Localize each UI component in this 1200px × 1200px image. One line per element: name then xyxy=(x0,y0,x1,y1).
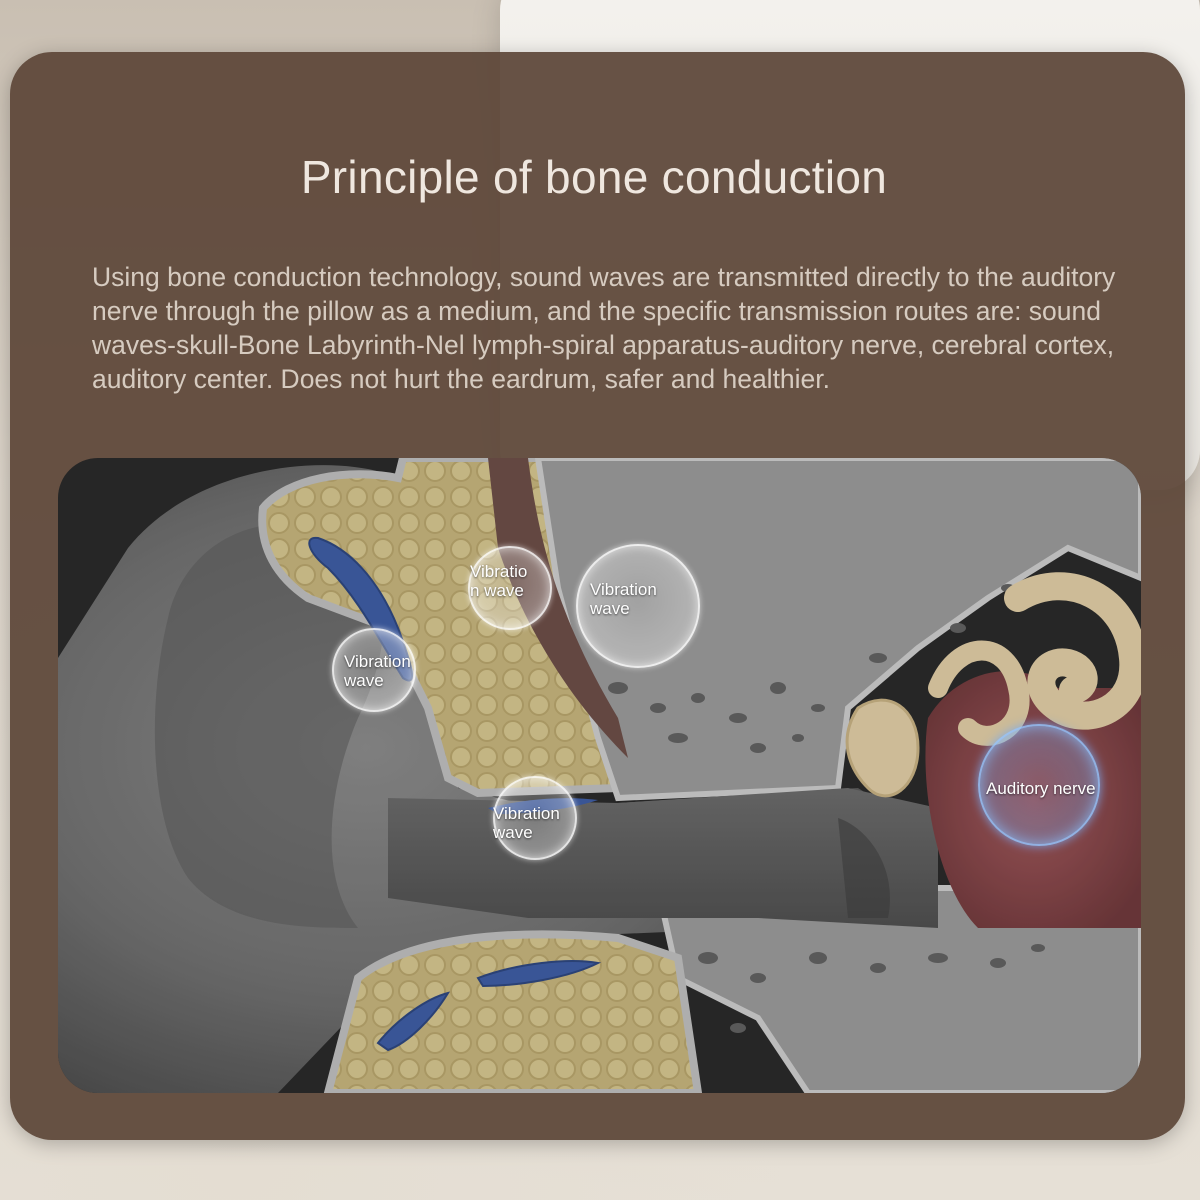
description-text: Using bone conduction technology, sound … xyxy=(92,262,1116,394)
bone-pores xyxy=(608,584,1045,1033)
semicircular-canal xyxy=(928,640,1030,746)
vibration-wave-bubble xyxy=(576,544,700,668)
blue-vessel xyxy=(376,991,451,1052)
vibration-wave-bubble xyxy=(468,546,552,630)
vibration-wave-label: Vibration wave xyxy=(493,804,560,842)
eardrum-shadow xyxy=(838,818,890,918)
ossicles xyxy=(845,698,920,798)
page-title: Principle of bone conduction xyxy=(300,151,888,203)
auditory-nerve-label: Auditory nerve xyxy=(986,779,1096,798)
ear-diagram: Vibratio n wave Vibration wave Vibration… xyxy=(58,458,1141,1093)
vibration-wave-label: Vibratio n wave xyxy=(470,562,528,600)
ear-anatomy-illustration xyxy=(58,458,1141,1093)
vibration-wave-label: Vibration wave xyxy=(344,652,411,690)
ear-canal-tube xyxy=(488,458,628,758)
auditory-nerve-bubble xyxy=(978,724,1100,846)
cartilage-bottom xyxy=(323,930,703,1093)
vibration-wave-label: Vibration wave xyxy=(590,580,657,618)
vibration-wave-bubble xyxy=(332,628,416,712)
blue-vessel xyxy=(476,960,602,988)
cochlea xyxy=(1004,572,1141,730)
vibration-wave-bubble xyxy=(493,776,577,860)
ear-fold xyxy=(154,523,385,928)
